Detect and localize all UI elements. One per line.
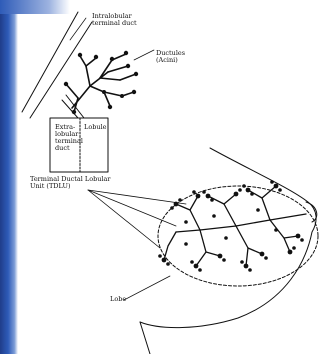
label-extralobular-terminal-duct: Extra- lobular terminal duct xyxy=(55,124,83,152)
label-tdlu: Terminal Ductal Lobular Unit (TDLU) xyxy=(30,176,111,190)
tdlu-detail-illustration xyxy=(22,12,154,172)
label-lobule: Lobule xyxy=(84,124,107,131)
label-ductules-acini: Ductules (Acini) xyxy=(156,50,185,64)
label-lobe: Lobe xyxy=(110,296,126,303)
lobule-acini xyxy=(66,54,136,112)
label-intralobular-terminal-duct: Intralobular terminal duct xyxy=(92,13,137,27)
lobe-leader-line xyxy=(124,276,170,300)
